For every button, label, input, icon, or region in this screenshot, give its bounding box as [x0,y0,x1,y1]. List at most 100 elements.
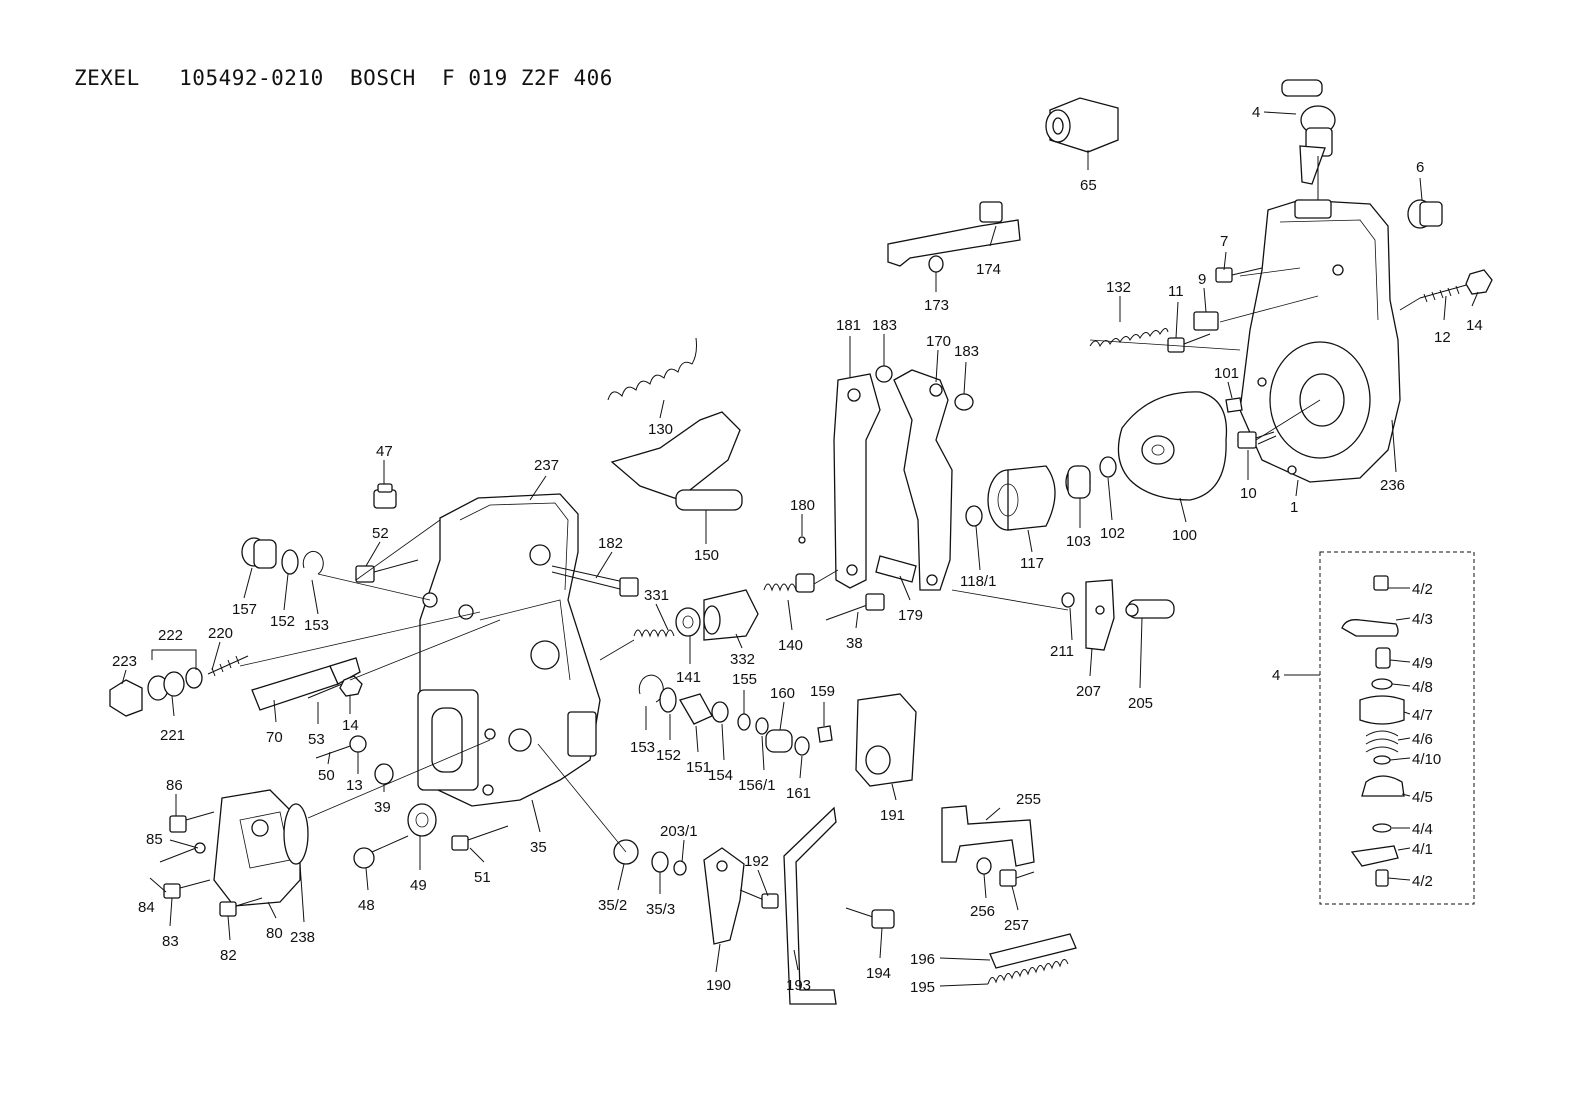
bosch-ref-number: F 019 Z2F 406 [442,66,613,90]
callout-152a: 152 [270,613,295,630]
callout-205: 205 [1128,695,1153,712]
callout-51: 51 [474,869,491,886]
screw-53 [307,683,343,699]
callout-117: 117 [1020,555,1044,572]
bolt-182 [551,565,639,597]
callout-12: 12 [1434,329,1451,346]
plug-157 [241,537,277,569]
callout-154: 154 [708,767,733,784]
clip-173 [928,255,944,273]
callout-labels: 4 65 6 7 9 11 12 14 132 101 10 236 1 100… [112,104,1483,996]
callout-182: 182 [598,535,623,552]
bolt-51 [451,825,509,851]
inset-label-4-10: 4/10 [1412,751,1441,768]
bracket-255 [941,805,1035,867]
callout-190: 190 [706,977,731,994]
cover-80 [213,789,301,907]
callout-130: 130 [648,421,673,438]
rod-70 [251,657,361,711]
callout-211: 211 [1050,643,1074,660]
screw-50 [315,743,357,759]
washer-154 [711,701,729,723]
callout-83: 83 [162,933,179,950]
inset-label-4-1: 4/1 [1412,841,1433,858]
spring-331 [633,629,675,638]
callout-49: 49 [410,877,427,894]
key-101 [1225,397,1243,413]
callout-237: 237 [534,457,559,474]
screw-48 [353,835,409,869]
callout-155: 155 [732,671,757,688]
callout-14a: 14 [1466,317,1483,334]
callout-100: 100 [1172,527,1197,544]
brand-zexel: ZEXEL [74,66,140,90]
inset-label-4-7: 4/7 [1412,707,1433,724]
washer-183b [954,393,974,411]
callout-161: 161 [786,785,811,802]
washer-102 [1099,456,1117,478]
inset-label-4-6: 4/6 [1412,731,1433,748]
callout-192: 192 [744,853,769,870]
callout-153b: 153 [630,739,655,756]
callout-35-3: 35/3 [646,901,675,918]
callout-153a: 153 [304,617,329,634]
collar-103 [1065,465,1091,499]
callout-9: 9 [1198,271,1206,288]
callout-102: 102 [1100,525,1125,542]
callout-101: 101 [1214,365,1239,382]
lever-207 [1085,579,1115,651]
bolt-7 [1215,267,1263,283]
inset-label-4-2b: 4/2 [1412,873,1433,890]
callout-183a: 183 [872,317,897,334]
leader-lines [121,111,1479,987]
washer-256 [976,857,992,875]
callout-84: 84 [138,899,155,916]
callout-152b: 152 [656,747,681,764]
callout-191: 191 [880,807,905,824]
bracket-193 [783,806,837,1005]
callout-221: 221 [160,727,185,744]
callout-118-1: 118/1 [960,573,996,590]
callout-103: 103 [1066,533,1091,550]
callout-331: 331 [644,587,669,604]
callout-193: 193 [786,977,811,994]
lever-shaft-150 [610,411,743,511]
callout-65: 65 [1080,177,1097,194]
nut-14b [339,675,363,697]
shaft-205 [1125,599,1175,619]
callout-220: 220 [208,625,233,642]
pump-housing-236 [1239,199,1401,483]
callout-35: 35 [530,839,547,856]
callout-179: 179 [898,607,923,624]
callout-170: 170 [926,333,951,350]
callout-159: 159 [810,683,835,700]
bolt-52 [355,559,419,583]
washer-155 [737,713,751,731]
callout-174: 174 [976,261,1001,278]
bracket-174 [887,201,1021,267]
callout-156-1: 156/1 [738,777,776,794]
pin-179 [875,555,917,583]
plug-47 [373,483,397,509]
callout-173: 173 [924,297,949,314]
housing-191 [855,693,917,787]
lever-190 [703,847,745,945]
callout-203-1: 203/1 [660,823,698,840]
washer-183a [875,365,893,383]
sleeve-332 [703,589,759,641]
ring-35-3 [651,851,669,873]
callout-4: 4 [1252,104,1260,121]
key-159 [817,725,833,743]
callout-194: 194 [866,965,891,982]
callout-6: 6 [1416,159,1424,176]
plug-6 [1407,199,1443,229]
bolt-194 [845,907,895,929]
callout-150: 150 [694,547,719,564]
callout-86: 86 [166,777,183,794]
callout-80: 80 [266,925,283,942]
callout-196: 196 [910,951,935,968]
bolt-11 [1167,333,1211,353]
bolt-192 [739,889,779,909]
stud-12 [1419,283,1471,303]
